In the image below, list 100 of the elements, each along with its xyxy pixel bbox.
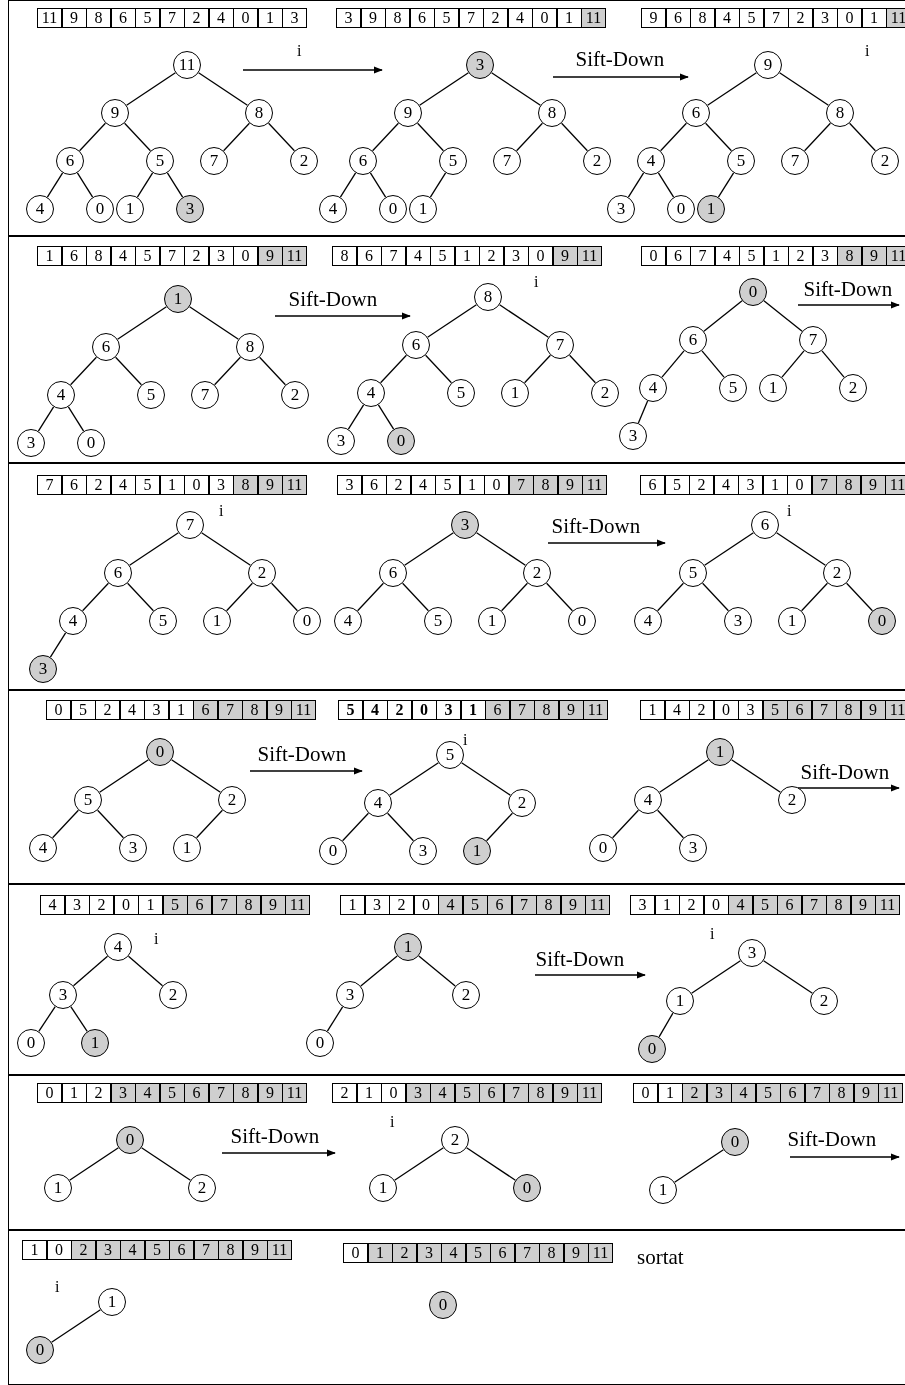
index-label: i bbox=[55, 1278, 60, 1296]
array-cell: 11 bbox=[585, 895, 610, 915]
tree-edge bbox=[96, 809, 125, 839]
array-cell: 11 bbox=[583, 700, 608, 720]
array-cell: 3 bbox=[282, 8, 307, 28]
tree-node: 5 bbox=[436, 741, 464, 769]
tree-edge bbox=[418, 955, 456, 987]
array-cell: 7 bbox=[217, 700, 243, 720]
array-cell: 8 bbox=[385, 8, 410, 28]
tree-edge bbox=[775, 532, 827, 566]
tree-edge bbox=[326, 1006, 344, 1032]
array-cell: 2 bbox=[184, 8, 209, 28]
tree-node: 1 bbox=[649, 1176, 677, 1204]
tree-node: 1 bbox=[666, 987, 694, 1015]
array-cell: 2 bbox=[679, 895, 704, 915]
array-cell: 2 bbox=[389, 895, 414, 915]
array-cell: 4 bbox=[714, 8, 740, 28]
array-cell: 9 bbox=[557, 475, 583, 495]
tree-node: 1 bbox=[173, 834, 201, 862]
tree-edge bbox=[730, 759, 782, 793]
tree-node: 1 bbox=[116, 195, 144, 223]
array-cell: 11 bbox=[282, 246, 307, 266]
array-cell: 5 bbox=[752, 895, 778, 915]
tree-node: 9 bbox=[754, 51, 782, 79]
index-label: i bbox=[787, 502, 792, 520]
array-cell: 0 bbox=[532, 8, 557, 28]
array-cell: 5 bbox=[465, 1243, 491, 1263]
array-cell: 7 bbox=[37, 475, 62, 495]
tree-node: 5 bbox=[146, 147, 174, 175]
array-cell: 11 bbox=[37, 8, 62, 28]
tree-node: 0 bbox=[589, 834, 617, 862]
array-cell: 1 bbox=[556, 8, 582, 28]
array-cell: 7 bbox=[811, 475, 837, 495]
tree-node: 1 bbox=[706, 738, 734, 766]
array-cell: 7 bbox=[193, 1240, 219, 1260]
array-cell: 5 bbox=[434, 8, 459, 28]
tree-edge bbox=[136, 172, 154, 198]
tree-node: 6 bbox=[682, 99, 710, 127]
array-cell: 8 bbox=[233, 1083, 258, 1103]
tree-node: 6 bbox=[379, 559, 407, 587]
array-cell: 4 bbox=[441, 1243, 466, 1263]
tree-node: 0 bbox=[116, 1126, 144, 1154]
array-cell: 9 bbox=[641, 8, 666, 28]
array-cell: 1 bbox=[356, 1083, 382, 1103]
tree-edge bbox=[356, 582, 385, 612]
array-cell: 11 bbox=[588, 1243, 613, 1263]
array-cell: 8 bbox=[332, 246, 357, 266]
array-cell: 6 bbox=[665, 246, 691, 266]
array-cell: 9 bbox=[563, 1243, 589, 1263]
array-cell: 11 bbox=[875, 895, 900, 915]
tree-node: 5 bbox=[149, 607, 177, 635]
tree-node: 4 bbox=[26, 195, 54, 223]
tree-node: 3 bbox=[17, 429, 45, 457]
tree-edge bbox=[200, 532, 252, 566]
array-cell: 7 bbox=[514, 1243, 540, 1263]
step-label: Sift-Down bbox=[230, 1124, 320, 1149]
tree-node: 7 bbox=[546, 331, 574, 359]
array-cell: 3 bbox=[64, 895, 90, 915]
tree-edge bbox=[197, 72, 249, 106]
tree-edge bbox=[424, 354, 453, 384]
tree-node: 5 bbox=[719, 374, 747, 402]
tree-edge bbox=[270, 582, 299, 612]
array-cell: 1 bbox=[459, 475, 485, 495]
array-cell: 8 bbox=[836, 475, 861, 495]
array-cell: 6 bbox=[110, 8, 136, 28]
index-label: i bbox=[463, 731, 468, 749]
array-cell: 4 bbox=[135, 1083, 160, 1103]
array-cell: 9 bbox=[242, 1240, 268, 1260]
tree-node: 2 bbox=[591, 379, 619, 407]
array-cell: 4 bbox=[728, 895, 753, 915]
array-cell: 11 bbox=[582, 475, 607, 495]
array-cell: 6 bbox=[169, 1240, 194, 1260]
tree-node: 8 bbox=[826, 99, 854, 127]
tree-node: 1 bbox=[463, 837, 491, 865]
tree-node: 9 bbox=[394, 99, 422, 127]
tree-node: 0 bbox=[429, 1291, 457, 1319]
tree-node: 1 bbox=[44, 1174, 72, 1202]
array-cell: 2 bbox=[479, 246, 504, 266]
tree-node: 7 bbox=[200, 147, 228, 175]
tree-edge bbox=[763, 300, 803, 332]
tree-edge bbox=[611, 809, 640, 839]
index-label: i bbox=[710, 925, 715, 943]
tree-node: 0 bbox=[868, 607, 896, 635]
array-cell: 6 bbox=[361, 475, 387, 495]
array-cell: 1 bbox=[367, 1243, 393, 1263]
tree-node: 2 bbox=[159, 981, 187, 1009]
tree-node: 0 bbox=[306, 1029, 334, 1057]
tree-node: 1 bbox=[759, 374, 787, 402]
tree-node: 6 bbox=[56, 147, 84, 175]
tree-node: 4 bbox=[334, 607, 362, 635]
array-cell: 2 bbox=[332, 1083, 357, 1103]
tree-node: 8 bbox=[236, 333, 264, 361]
array-cell: 5 bbox=[162, 895, 188, 915]
tree-edge bbox=[657, 172, 675, 198]
index-label: i bbox=[154, 930, 159, 948]
array-cell: 6 bbox=[665, 8, 691, 28]
tree-edge bbox=[371, 122, 400, 152]
array-cell: 11 bbox=[267, 1240, 292, 1260]
tree-edge bbox=[49, 632, 67, 658]
tree-node: 8 bbox=[474, 283, 502, 311]
